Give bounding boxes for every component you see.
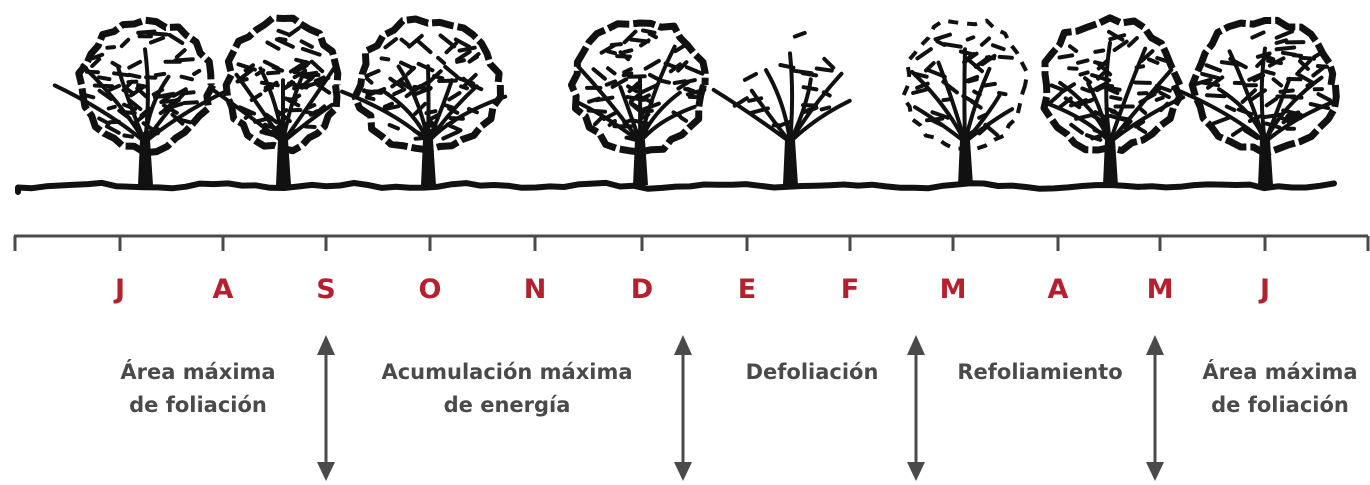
phase-label-line2: de energía — [444, 393, 571, 417]
month-label: S — [316, 274, 335, 305]
phase-dividers — [317, 335, 1164, 481]
month-label: A — [213, 274, 234, 305]
phase-label-line1: Defoliación — [746, 360, 879, 384]
tree-3-full-foliage — [340, 15, 508, 185]
phase-label-line1: Área máxima — [1202, 359, 1357, 384]
month-label: D — [631, 274, 653, 305]
phase-label-line2: de foliación — [1211, 393, 1349, 417]
phase-label: Defoliación — [746, 360, 879, 384]
phase-label: Área máxima de foliación — [120, 359, 275, 417]
tree-1-full-foliage — [52, 16, 226, 185]
tree-7-full-foliage — [1040, 14, 1186, 185]
phase-label-line2: de foliación — [129, 393, 267, 417]
month-label: F — [841, 274, 859, 305]
tree-8-full-foliage — [1171, 16, 1340, 185]
month-label: A — [1048, 274, 1069, 305]
tree-2-full-foliage — [211, 14, 342, 185]
month-label: J — [113, 274, 125, 305]
tree-5-defoliating — [711, 30, 852, 185]
month-label: E — [738, 274, 756, 305]
tree-6-refoliating — [900, 18, 1030, 185]
month-label: M — [940, 274, 967, 305]
phase-label-line1: Área máxima — [120, 359, 275, 384]
double-arrow-icon — [1146, 335, 1164, 481]
phase-label-line1: Refoliamiento — [957, 360, 1122, 384]
month-timeline — [13, 234, 1370, 251]
phase-labels: Área máxima de foliación Acumulación máxim… — [120, 359, 1357, 417]
double-arrow-icon — [907, 335, 925, 481]
month-label: M — [1147, 274, 1174, 305]
phase-label: Acumulación máxima de energía — [381, 360, 632, 417]
tree-4-full-foliage — [568, 19, 709, 185]
tree-illustrations — [15, 14, 1340, 195]
month-label: N — [524, 274, 547, 305]
phase-label: Área máxima de foliación — [1202, 359, 1357, 417]
month-label: O — [419, 274, 442, 305]
month-label: J — [1258, 274, 1270, 305]
double-arrow-icon — [674, 335, 692, 481]
phase-label-line1: Acumulación máxima — [381, 360, 632, 384]
ground-line — [15, 179, 1337, 195]
phase-label: Refoliamiento — [957, 360, 1122, 384]
double-arrow-icon — [317, 335, 335, 481]
